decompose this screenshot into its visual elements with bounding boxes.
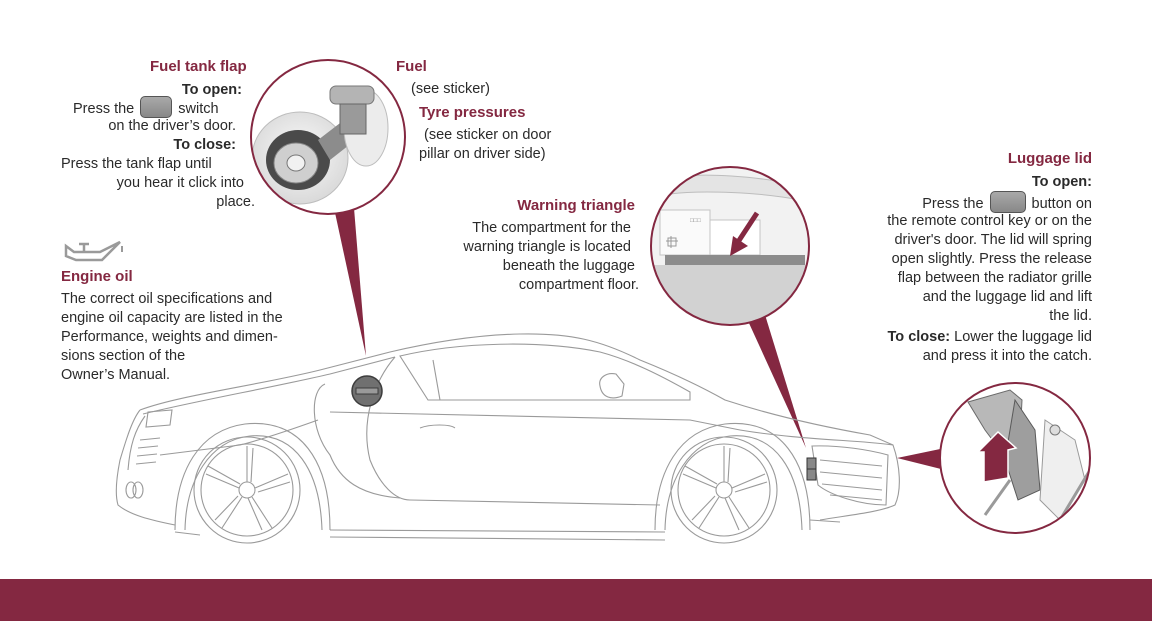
luggage-lid-close-line2: and press it into the catch. bbox=[922, 348, 1092, 364]
warning-triangle-line3: beneath the luggage bbox=[502, 258, 635, 274]
svg-text:□□□: □□□ bbox=[690, 218, 701, 224]
engine-oil-line3: Performance, weights and dimen- bbox=[61, 329, 278, 345]
fuel-tank-flap-open-label: To open: bbox=[181, 82, 242, 98]
luggage-lid-close-label: To close: bbox=[887, 329, 951, 345]
luggage-lid-heading: Luggage lid bbox=[1007, 150, 1092, 167]
open-pre-text: Press the bbox=[922, 195, 984, 212]
luggage-lid-open-line3: open slightly. Press the release bbox=[891, 251, 1092, 267]
fuel-tank-flap-open-line2: on the driver’s door. bbox=[108, 118, 236, 134]
luggage-lid-close-body: Lower the luggage lid bbox=[954, 329, 1092, 345]
tyre-pressures-heading: Tyre pressures bbox=[419, 104, 526, 121]
warning-triangle-heading: Warning triangle bbox=[517, 197, 635, 214]
car-lid-button-icon bbox=[989, 191, 1026, 213]
engine-oil-line2: engine oil capacity are listed in the bbox=[61, 310, 283, 326]
warning-triangle-line4: compartment floor. bbox=[518, 277, 639, 293]
rear-wheel bbox=[193, 436, 301, 544]
car-body-outline bbox=[115, 333, 900, 544]
warning-triangle-detail-image: □□□ bbox=[650, 166, 810, 326]
luggage-lid-open-line5: and the luggage lid and lift bbox=[922, 289, 1092, 305]
engine-oil-line1: The correct oil specifications and bbox=[61, 291, 273, 307]
fuel-tank-flap-close-line3: place. bbox=[216, 194, 255, 210]
front-wheel bbox=[670, 436, 778, 544]
luggage-lid-detail-image bbox=[939, 382, 1091, 534]
warning-triangle-line2: warning triangle is located bbox=[463, 239, 631, 255]
engine-oil-line5: Owner’s Manual. bbox=[61, 367, 171, 383]
fuel-flap-detail-image bbox=[250, 59, 406, 215]
engine-oil-line4: sions section of the bbox=[61, 348, 186, 364]
luggage-lid-close-text: To close: Lower the luggage lid bbox=[888, 328, 1092, 347]
fuel-flap-pointer bbox=[334, 208, 366, 356]
warning-triangle-line1: The compartment for the bbox=[472, 220, 631, 236]
open-post-text: button on bbox=[1031, 195, 1092, 212]
footer-bar bbox=[0, 579, 1152, 621]
fuel-pump-switch-icon bbox=[140, 96, 173, 118]
tyre-pressures-line1: (see sticker on door bbox=[424, 127, 552, 143]
luggage-lid-open-line6: the lid. bbox=[1049, 308, 1092, 324]
fuel-tank-flap-close-line1: Press the tank flap until bbox=[61, 156, 212, 172]
open-pre-text: Press the bbox=[73, 100, 135, 117]
engine-oil-heading: Engine oil bbox=[61, 268, 133, 285]
fuel-tank-flap-open-text: Press the switch bbox=[73, 96, 219, 120]
fuel-tank-flap-close-label: To close: bbox=[173, 137, 236, 153]
luggage-lid-open-line1: the remote control key or on the bbox=[887, 213, 1092, 229]
luggage-lid-open-text: Press the button on bbox=[922, 191, 1092, 215]
release-flap-marker bbox=[806, 457, 817, 481]
fuel-cap-marker bbox=[351, 375, 383, 407]
luggage-lid-open-line2: driver's door. The lid will spring bbox=[894, 232, 1092, 248]
fuel-heading: Fuel bbox=[396, 58, 427, 75]
luggage-lid-open-line4: flap between the radiator grille bbox=[897, 270, 1092, 286]
luggage-lid-pointer bbox=[897, 448, 945, 470]
fuel-tank-flap-close-line2: you hear it click into bbox=[116, 175, 244, 191]
fuel-tank-flap-heading: Fuel tank flap bbox=[150, 58, 247, 75]
oil-can-icon bbox=[64, 240, 123, 262]
luggage-lid-open-label: To open: bbox=[1031, 174, 1092, 190]
tyre-pressures-line2: pillar on driver side) bbox=[419, 146, 546, 162]
warning-triangle-pointer bbox=[743, 305, 806, 448]
open-post-text: switch bbox=[178, 100, 219, 117]
fuel-note: (see sticker) bbox=[411, 81, 490, 97]
